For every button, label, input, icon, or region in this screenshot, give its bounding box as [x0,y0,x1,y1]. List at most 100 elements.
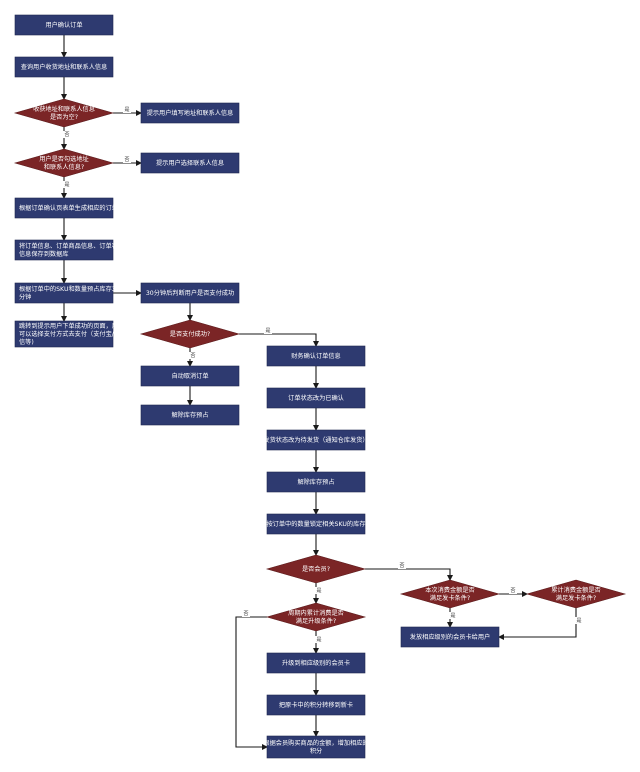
n13-label-line: 订单状态改为已确认 [288,394,344,402]
d1-label-line: 是否为空? [50,113,78,121]
process-n4: 提示用户选择联系人信息 [140,152,240,174]
d3-label-line: 是否支付成功? [170,330,210,338]
n7-label-line: 根据订单中的SKU和数量预占库存30 [19,285,120,293]
n20-label-line: 根据会员购买商品的金额，增加相应的 [263,739,368,747]
n6-label-line: 将订单信息、订单商品信息、订单客户 [19,242,124,250]
process-n5: 根据订单确认页表单生成相应的订单信息 [14,197,130,219]
edge-label-no: 否 [124,157,129,163]
n4-shape [140,152,240,174]
n10-label-line: 自动取消订单 [171,372,208,380]
n10-shape [140,365,240,387]
n17-label-line: 发放相应级别的会员卡给用户 [410,633,490,641]
edge-label-no: 否 [64,132,69,138]
d1-label-line: 收获地址和联系人信息 [33,105,95,113]
edge-label-yes: 是 [316,637,321,643]
n8-label-line: 30分钟后判断用户是否支付成功 [146,289,234,297]
edge-label-bg [398,562,406,569]
edge-label-bg [123,106,131,113]
n9-label-line: 可以选择支付方式去支付（支付宝/微 [19,330,120,338]
n7-shape [14,282,114,304]
n13-shape [266,387,366,409]
edge-label-bg [63,181,71,188]
process-n12: 财务确认订单信息 [266,345,366,367]
n6-label-line: 信息保存到数据库 [19,250,69,258]
process-n10: 自动取消订单 [140,365,240,387]
n19-shape [266,694,366,716]
n15-label-line: 解除库存预占 [297,478,334,486]
n20-label-line: 积分 [310,747,322,755]
edge-label-no: 否 [510,588,515,594]
n1-shape [14,14,114,36]
edge-label-no: 否 [399,563,404,569]
flowchart-nodes: 用户确认订单查询用户收货地址和联系人信息收获地址和联系人信息是否为空?提示用户填… [13,14,627,759]
n2-label-line: 查询用户收货地址和联系人信息 [21,63,108,71]
n9-shape [14,320,114,348]
n12-label-line: 财务确认订单信息 [291,352,341,360]
d1-shape [13,98,115,128]
d5-label-line: 本次消费金额是否 [425,586,475,594]
d2-shape [13,148,115,178]
edge-label-yes: 是 [265,328,270,334]
edge-label-bg [242,610,250,617]
d6-label-line: 满足发卡条件? [556,594,596,602]
n9-label-line: 信等) [19,338,34,346]
d6-label-line: 累计消费金额是否 [551,586,601,594]
process-n17: 发放相应级别的会员卡给用户 [400,626,500,648]
n11-label-line: 解除库存预占 [171,411,208,419]
d4-shape [265,554,367,584]
n14-shape [266,429,366,451]
n16-label-line: 按订单中的数量锁定相关SKU的库存 [267,520,366,528]
d2-label-line: 和联系人信息? [44,163,84,171]
n8-shape [140,282,240,304]
n15-shape [266,471,366,493]
decision-d4: 是否会员? [265,554,367,584]
n19-label-line: 把原卡中的积分转移到新卡 [279,701,353,709]
edge-label-yes: 是 [450,613,455,619]
d7-shape [265,602,367,632]
n1-label-line: 用户确认订单 [45,21,82,29]
edge-d7-n20 [235,616,268,750]
process-n16: 按订单中的数量锁定相关SKU的库存 [267,513,366,535]
n18-label-line: 升级到相应级别的会员卡 [282,659,350,667]
edge-label-yes: 是 [124,107,129,113]
edge-label-bg [189,352,197,359]
n12-shape [266,345,366,367]
decision-d3: 是否支付成功? [139,319,241,349]
edge-label-bg [63,131,71,138]
d5-label-line: 满足发卡条件? [430,594,470,602]
n4-label-line: 提示用户选择联系人信息 [156,159,224,167]
edge-d6-n17 [498,608,577,640]
d2-label-line: 用户是否勾选地址 [39,155,89,163]
n3-shape [140,102,240,124]
edge-label-no: 否 [190,353,195,359]
process-n8: 30分钟后判断用户是否支付成功 [140,282,240,304]
edge-label-yes: 是 [576,618,581,624]
process-n11: 解除库存预占 [140,404,240,426]
edge-label-bg [315,587,323,594]
n6-shape [14,239,114,261]
n5-label-line: 根据订单确认页表单生成相应的订单信息 [19,204,130,212]
n3-label-line: 提示用户填写地址和联系人信息 [147,109,234,117]
edge-label-yes: 是 [64,182,69,188]
process-n1: 用户确认订单 [14,14,114,36]
d3-shape [139,319,241,349]
process-n13: 订单状态改为已确认 [266,387,366,409]
process-n3: 提示用户填写地址和联系人信息 [140,102,240,124]
edge-label-bg [509,587,517,594]
process-n2: 查询用户收货地址和联系人信息 [14,56,114,78]
edge-label-bg [575,617,583,624]
process-n14: 发货状态改为待发货（通知仓库发货） [263,429,369,451]
d4-label-line: 是否会员? [302,565,330,573]
n2-shape [14,56,114,78]
edge-label-yes: 是 [316,588,321,594]
edge-d3-n12 [239,333,319,347]
